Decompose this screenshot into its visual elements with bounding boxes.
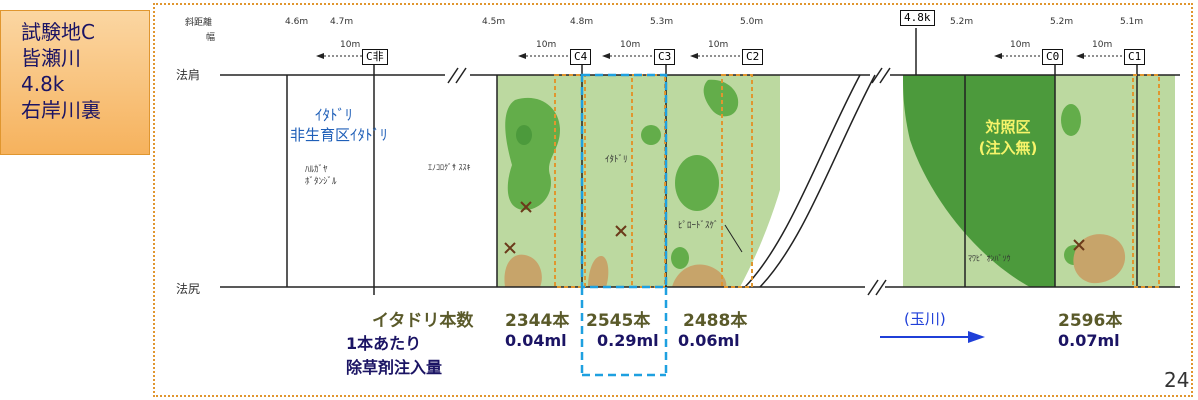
itadori-patch (671, 247, 689, 269)
itadori-patch (675, 155, 719, 211)
veg-label: ﾋﾟﾛｰﾄﾞｽｹﾞ (678, 221, 719, 231)
spacing-label: 10m (1010, 40, 1031, 50)
distance-label: 5.2m (950, 17, 974, 27)
site-label-line: 試験地C (21, 20, 95, 44)
count-c4: 2344本 (505, 311, 570, 331)
count-c2: 2488本 (683, 311, 748, 331)
slope-bottom-label: 法尻 (176, 282, 201, 296)
distance-label: 5.2m (1050, 17, 1074, 27)
plot-label-c1: C1 (1124, 49, 1146, 65)
plot-label-c-non: C非 (362, 49, 388, 65)
itadori-patch (641, 125, 661, 145)
marker-km: 4.8k (900, 10, 935, 26)
itadori-patch (505, 97, 560, 210)
count-c1: 2596本 (1058, 311, 1123, 331)
control-label: 対照区 (注入無) (968, 116, 1048, 158)
control-label-line: (注入無) (978, 139, 1038, 157)
dose-c3: 0.29ml (597, 331, 659, 350)
site-label-line: 皆瀬川 (21, 46, 81, 70)
spacing-label: 10m (340, 40, 361, 50)
dose-heading: 1本あたり (346, 334, 422, 353)
header-row-label: 斜距離 (185, 18, 213, 28)
control-label-line: 対照区 (985, 118, 1031, 136)
distance-label: 4.5m (482, 17, 506, 27)
veg-label: ﾊﾙｶﾞﾔ (305, 165, 328, 175)
highlight-c3 (580, 73, 668, 289)
distance-label: 4.8m (570, 17, 594, 27)
dose-c4: 0.04ml (505, 331, 567, 350)
bare-patch (672, 264, 727, 287)
flow-arrow-head (968, 331, 985, 343)
spacing-label: 10m (536, 40, 557, 50)
break-mark (447, 67, 891, 296)
diagram-frame (153, 3, 1193, 397)
distance-label: 5.1m (1120, 17, 1144, 27)
site-label: 試験地C 皆瀬川 4.8k 右岸川裏 (0, 10, 150, 155)
non-growth-label: 非生育区ｲﾀﾄﾞﾘ (290, 126, 388, 144)
distance-label: 5.3m (650, 17, 674, 27)
distance-label: 4.7m (330, 17, 354, 27)
itadori-label: ｲﾀﾄﾞﾘ (315, 106, 353, 124)
veg-label: ﾎﾞﾀﾝｼﾞﾙ (305, 177, 337, 187)
plot-label-c4: C4 (570, 49, 592, 65)
slope-top-label: 法肩 (176, 68, 201, 82)
bare-patch (588, 255, 609, 287)
distance-label: 5.0m (740, 17, 764, 27)
bare-patch (1073, 234, 1126, 284)
veg-label: ｴﾉｺﾛｸﾞｻ ｽｽｷ (428, 163, 471, 172)
x-mark (504, 201, 1085, 254)
count-c3: 2545本 (586, 311, 651, 331)
control-dark-region (903, 75, 1055, 287)
site-label-line: 右岸川裏 (21, 98, 101, 122)
distance-label: 4.6m (285, 17, 309, 27)
river-label: (玉川) (904, 310, 946, 328)
bare-patch (504, 254, 542, 287)
spacing-label: 10m (1092, 40, 1113, 50)
veg-label: ｲﾀﾄﾞﾘ (605, 155, 628, 165)
plot-label-c0: C0 (1042, 49, 1064, 65)
plot-label-c2: C2 (742, 49, 764, 65)
dose-heading: 除草剤注入量 (346, 358, 443, 377)
itadori-patch (703, 79, 739, 117)
site-label-line: 4.8k (21, 72, 65, 96)
dose-c1: 0.07ml (1058, 331, 1120, 350)
plot-label-c3: C3 (654, 49, 676, 65)
dose-c2: 0.06ml (678, 331, 740, 350)
count-heading: イタドリ本数 (372, 311, 474, 331)
spacing-label: 10m (708, 40, 729, 50)
header-row-label: 幅 (206, 33, 216, 43)
spacing-label: 10m (620, 40, 641, 50)
itadori-patch (516, 125, 532, 145)
itadori-patch (1061, 104, 1081, 136)
page-number: 24 (1164, 368, 1190, 392)
veg-label: ﾏﾜﾋﾞ ｵﾝﾊﾞｿｳ (968, 254, 1011, 263)
